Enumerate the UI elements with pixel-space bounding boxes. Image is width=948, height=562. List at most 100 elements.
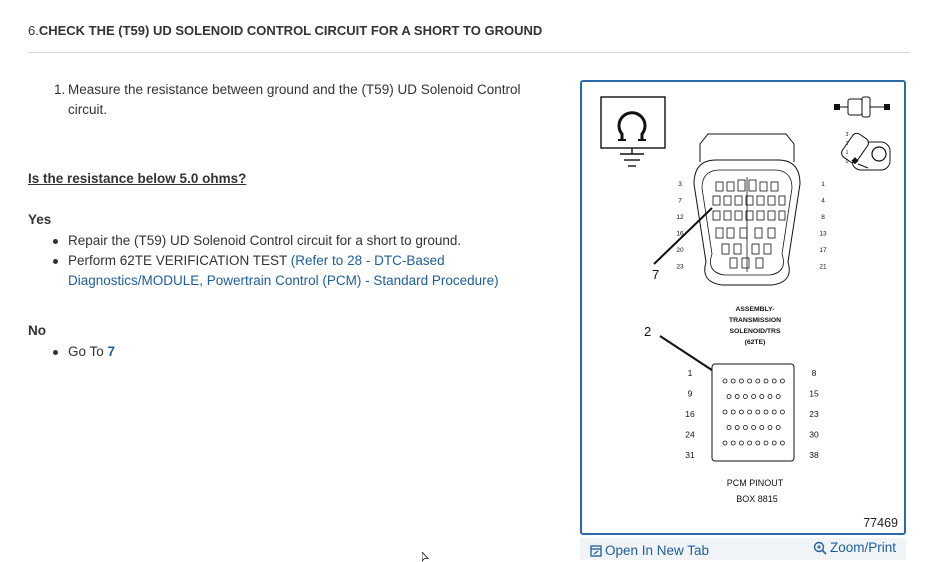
pcm-pin-dot: [747, 378, 753, 384]
pcm-pin-dot: [751, 425, 757, 430]
pcm-pin-dot: [742, 425, 748, 430]
pcm-pin-number: 23: [809, 409, 819, 419]
pcm-pin-dot: [759, 425, 765, 430]
wiring-diagram: 7 2 ASSEMBLY- TRANSMISSION SOLENOID/TRS …: [600, 96, 891, 504]
pcm-pin-number: 31: [685, 450, 695, 460]
zoom-icon: [813, 542, 827, 556]
pcm-pin-dot: [763, 409, 769, 415]
callout-line-1: [653, 207, 713, 265]
test-probe-icon: [834, 96, 890, 118]
pcm-pin-dot: [771, 440, 777, 446]
connector-pin-number: 23: [676, 264, 684, 271]
connector-pin-number: 4: [821, 198, 825, 205]
assembly-label-line-3: SOLENOID/TRS: [730, 328, 781, 335]
pcm-pin-dot: [726, 394, 732, 399]
callout-7-label: 7: [652, 267, 659, 282]
pcm-pin-dot: [747, 409, 753, 415]
pcm-pin-dot: [734, 394, 740, 399]
goto-step-link[interactable]: 7: [107, 344, 116, 359]
pcm-pin-dot: [747, 440, 753, 446]
pcm-pin-dot: [763, 378, 769, 384]
pcm-pin-number: 1: [688, 368, 693, 378]
ohmmeter-icon: [600, 96, 666, 167]
pcm-pin-dot: [730, 409, 736, 415]
connector-pin-number: 12: [676, 214, 684, 221]
connector-pin-number: 7: [678, 198, 682, 205]
connector-pin-number: 20: [676, 247, 684, 254]
assembly-label-line-1: ASSEMBLY-: [735, 306, 774, 313]
pcm-pin-dot: [775, 394, 781, 399]
callout-2-label: 2: [644, 324, 651, 339]
yes-item-verification-text: Perform 62TE VERIFICATION TEST: [68, 253, 291, 268]
assembly-label-line-2: TRANSMISSION: [729, 317, 781, 324]
probe-tip-icon: [841, 132, 891, 171]
step-heading: 6.CHECK THE (T59) UD SOLENOID CONTROL CI…: [28, 23, 542, 38]
pcm-pin-number: 24: [685, 430, 695, 440]
mouse-cursor-icon: [422, 552, 429, 562]
zoom-print-label: Zoom/Print: [830, 540, 897, 555]
pcm-pin-dot: [722, 378, 728, 384]
open-in-new-tab-button[interactable]: Open In New Tab: [590, 543, 709, 558]
pcm-pinout-box: [711, 363, 795, 462]
connector-pin-number: 13: [819, 231, 827, 238]
pcm-pin-dot: [779, 440, 785, 446]
pcm-pin-dot: [722, 440, 728, 446]
probe-pin-number: 3: [846, 132, 849, 138]
heading-divider: [28, 52, 910, 53]
pcm-pin-dot: [730, 378, 736, 384]
no-item-text: Go To: [68, 344, 108, 359]
pcm-pin-dot: [734, 425, 740, 430]
instruction-text: Measure the resistance between ground an…: [68, 82, 521, 117]
open-in-new-tab-label: Open In New Tab: [605, 543, 710, 558]
no-list: Go To 7: [52, 342, 116, 362]
pcm-pin-dot: [738, 378, 744, 384]
pcm-pin-dot: [767, 394, 773, 399]
pcm-pin-dot: [730, 440, 736, 446]
pcm-pin-number: 30: [809, 430, 819, 440]
pcm-pin-dot: [755, 440, 761, 446]
pcm-pin-dot: [759, 394, 765, 399]
connector-pin-number: 8: [821, 214, 825, 221]
pcm-pin-dot: [779, 378, 785, 384]
pcm-pin-dot: [751, 394, 757, 399]
pcm-pin-dot: [763, 440, 769, 446]
pcm-pin-dot: [767, 425, 773, 430]
pcm-pin-dot: [775, 425, 781, 430]
figure-id: 77469: [863, 516, 898, 530]
figure-actions: Open In New Tab Zoom/Print: [580, 538, 906, 560]
pcm-pin-number: 15: [809, 389, 819, 399]
instruction-item: 1. Measure the resistance between ground…: [54, 80, 554, 120]
pcm-pin-number: 38: [809, 450, 819, 460]
transmission-solenoid-connector: [693, 133, 801, 286]
connector-pin-number: 17: [819, 247, 827, 254]
yes-list: Repair the (T59) UD Solenoid Control cir…: [53, 231, 538, 291]
step-number: 6.: [28, 23, 39, 38]
pcm-pin-number: 8: [812, 368, 817, 378]
probe-pin-number: 0: [846, 159, 849, 165]
new-tab-icon: [590, 545, 602, 558]
zoom-print-button[interactable]: Zoom/Print: [813, 540, 897, 556]
step-title: CHECK THE (T59) UD SOLENOID CONTROL CIRC…: [38, 23, 543, 38]
pcm-pin-dot: [755, 409, 761, 415]
figure-container[interactable]: 7 2 ASSEMBLY- TRANSMISSION SOLENOID/TRS …: [580, 80, 906, 535]
dtc-procedure-link[interactable]: (Refer to 28 - DTC-Based Diagnostics/MOD…: [68, 253, 499, 288]
pcm-pin-dot: [726, 425, 732, 430]
assembly-label-line-4: (62TE): [745, 339, 766, 346]
probe-pin-number: 1: [846, 150, 849, 156]
instruction-number: 1.: [54, 82, 66, 97]
yes-item-repair-text: Repair the (T59) UD Solenoid Control cir…: [68, 233, 462, 248]
pcm-pin-number: 16: [685, 409, 695, 419]
pcm-label-line-2: BOX 8815: [736, 494, 778, 504]
connector-pin-number: 3: [678, 181, 682, 188]
connector-pin-number: 21: [819, 264, 827, 271]
yes-item-repair: Repair the (T59) UD Solenoid Control cir…: [53, 231, 538, 251]
pcm-pin-dot: [755, 378, 761, 384]
pcm-label-line-1: PCM PINOUT: [727, 478, 784, 488]
pcm-pin-dot: [742, 394, 748, 399]
pcm-pin-dot: [738, 409, 744, 415]
probe-pin-number: 2: [846, 141, 849, 147]
connector-pin-number: 16: [676, 231, 684, 238]
no-label: No: [28, 323, 46, 338]
pcm-pin-dot: [771, 409, 777, 415]
pcm-pin-dot: [779, 409, 785, 415]
